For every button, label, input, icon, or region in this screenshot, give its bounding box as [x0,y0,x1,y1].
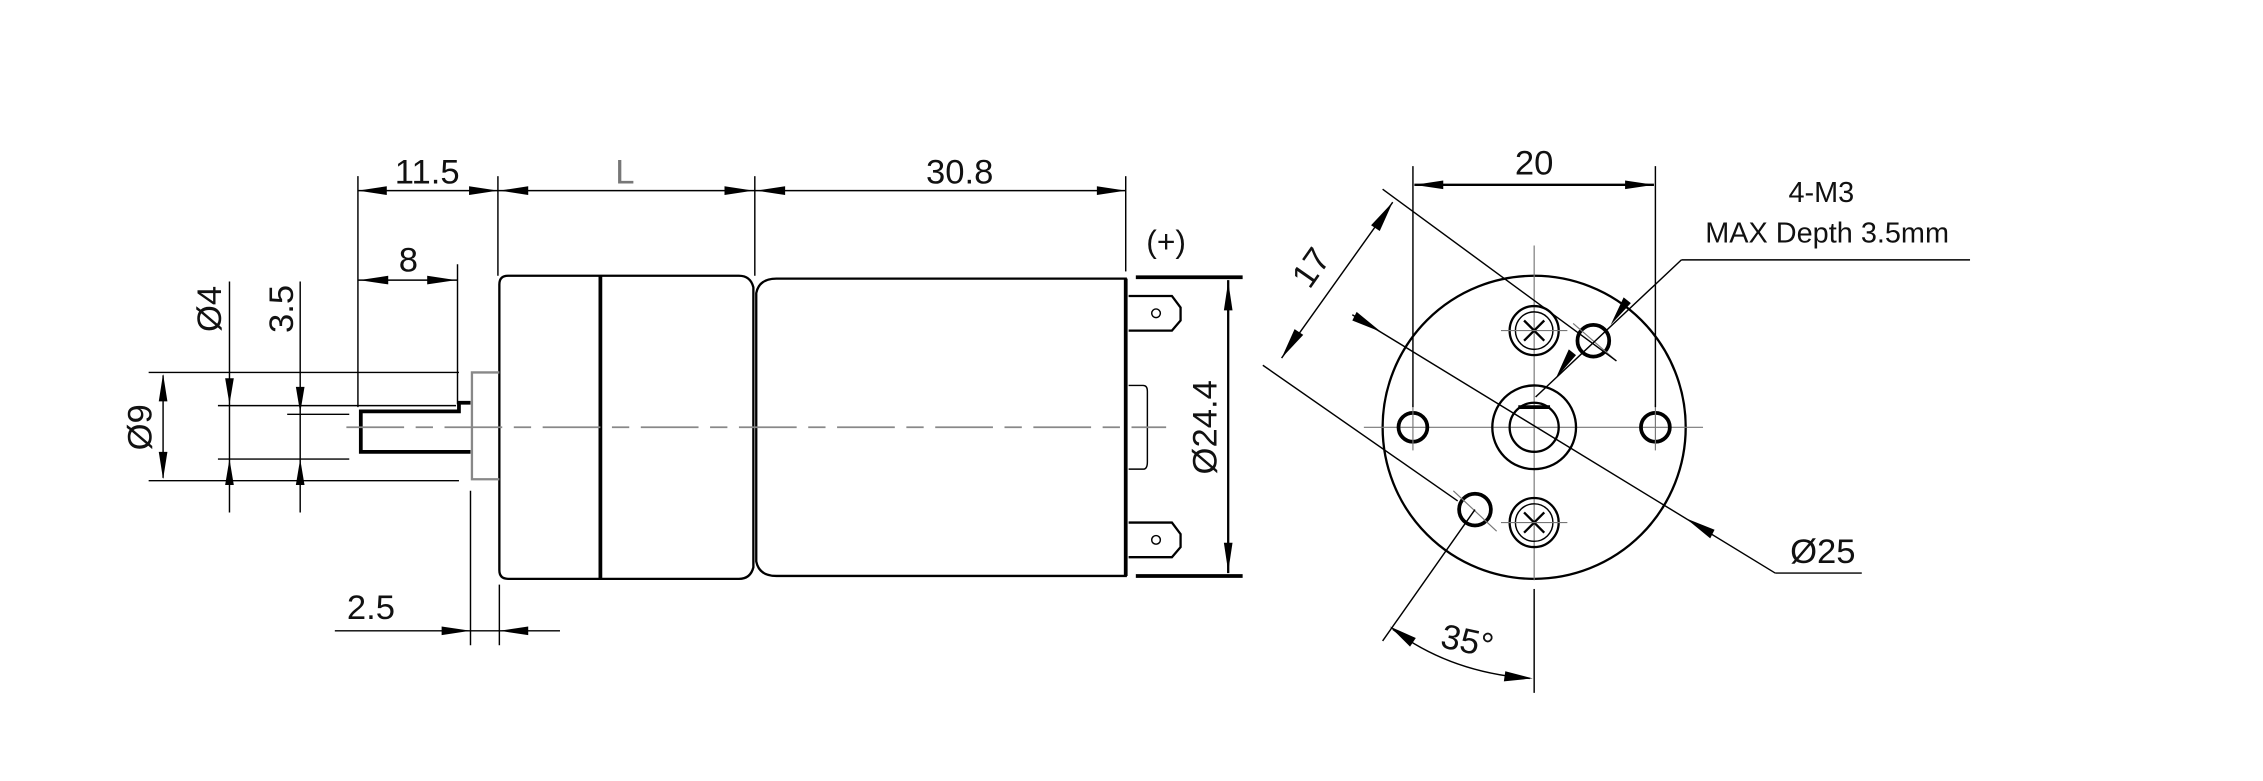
dim-30-8: 30.8 [926,153,993,191]
shaft-end [1508,401,1560,453]
dim-8: 8 [399,241,418,279]
end-view: 20 17 Ø25 4-M3 MAX Depth 3.5mm 35° [1262,145,1971,693]
dim-L: L [615,153,634,191]
screw-top [1500,304,1568,357]
dim-17: 17 [1285,241,1338,294]
dim-11-5: 11.5 [395,153,460,191]
boss [470,371,500,481]
side-view: 11.5 L 30.8 8 Ø9 Ø4 3.5 2.5 [122,153,1243,646]
thread-depth-label: MAX Depth 3.5mm [1705,218,1949,250]
m3-hole-upper-right [1575,322,1612,359]
gearbox-body [498,274,755,580]
terminal-bottom [1128,521,1182,559]
dim-3-5: 3.5 [263,285,301,333]
output-boss [1491,384,1578,471]
dim-angle-35: 35° [1438,618,1497,666]
terminal-hole-bottom [1150,534,1162,545]
m3-hole-lower-left [1457,491,1493,528]
dim-dia-4: Ø4 [191,286,229,332]
dim-dia-24-4: Ø24.4 [1187,380,1225,474]
dim-dia-25: Ø25 [1790,533,1855,571]
dim-dia-9: Ø9 [122,404,160,450]
screw-bottom [1500,496,1568,549]
shaft [358,400,471,454]
dim-20: 20 [1515,145,1554,183]
thread-spec-label: 4-M3 [1788,177,1854,209]
terminal-top [1128,294,1182,332]
polarity-label: (+) [1146,224,1186,260]
terminal-hole-top [1150,308,1162,319]
dim-2-5: 2.5 [347,589,395,627]
motor-body [755,277,1127,578]
